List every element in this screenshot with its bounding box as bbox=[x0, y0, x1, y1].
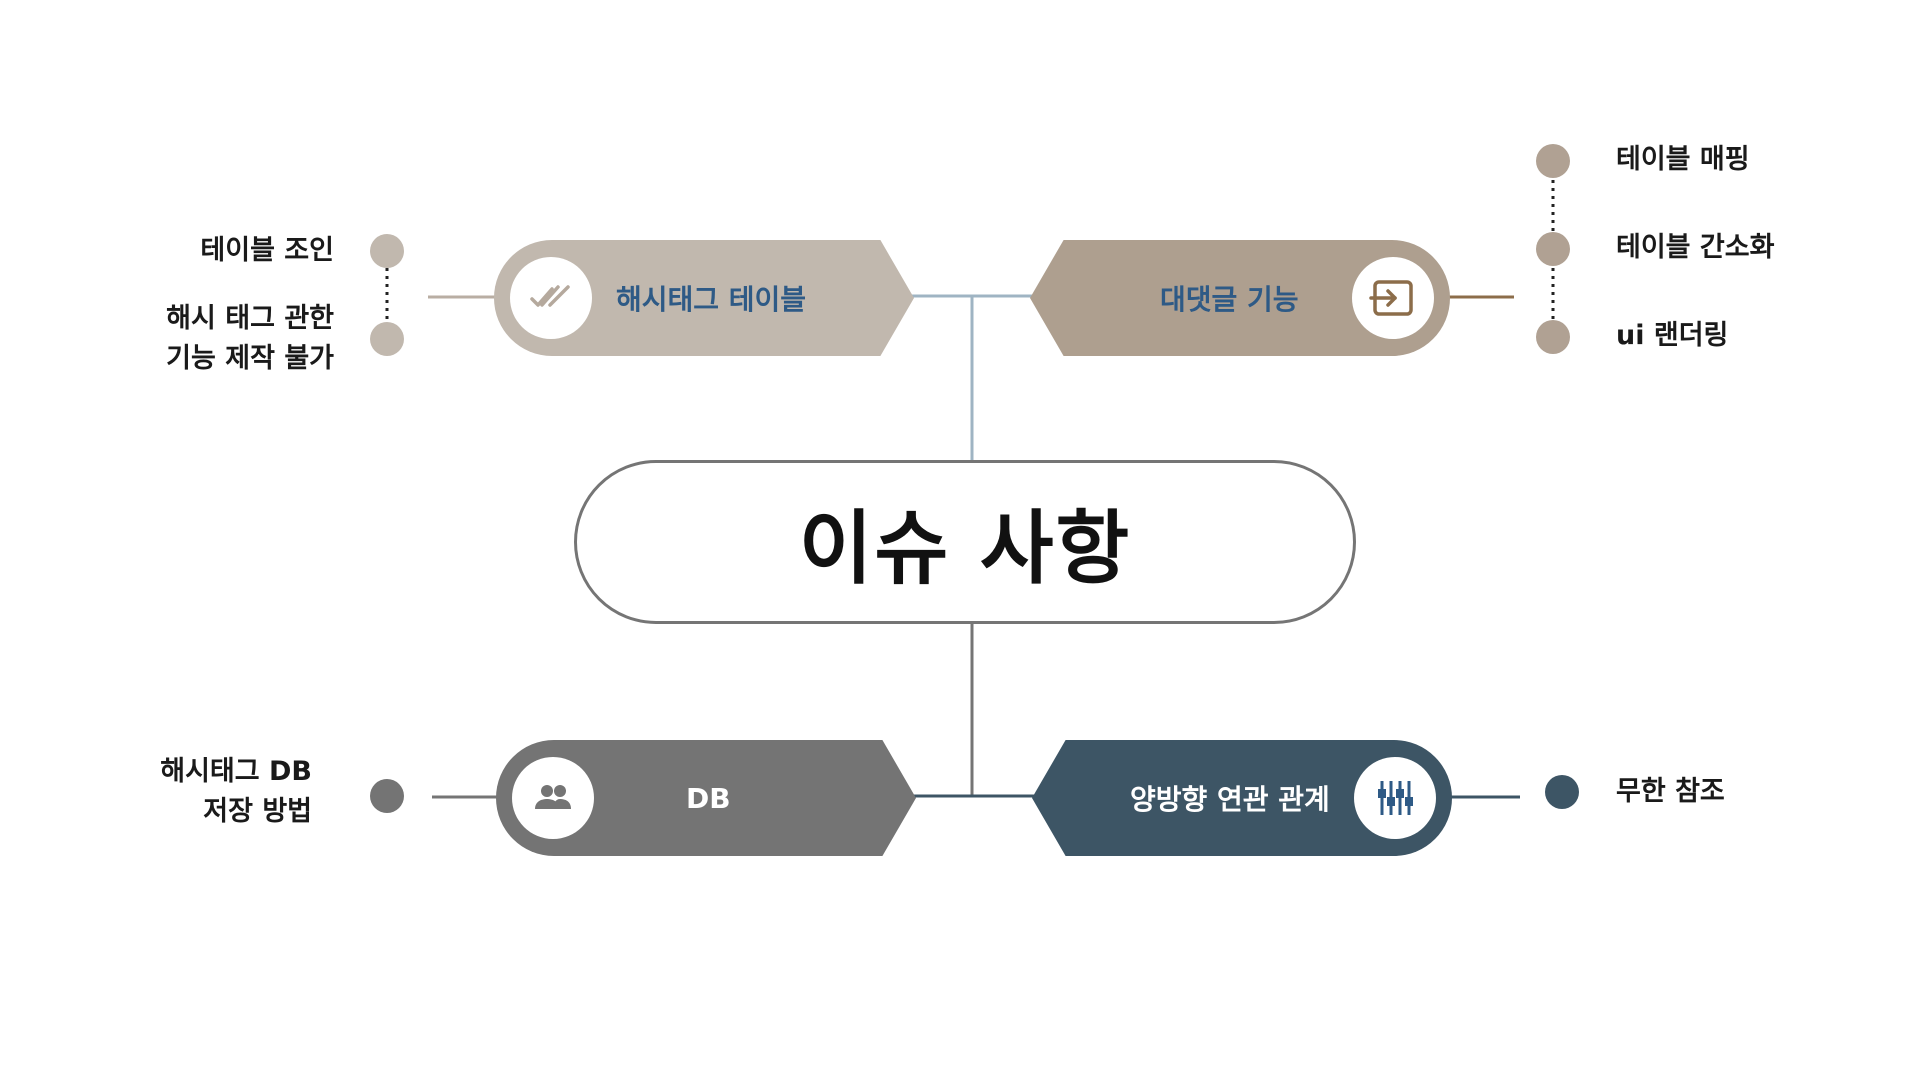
relation-dot bbox=[1545, 775, 1579, 809]
equalizer-icon bbox=[1378, 781, 1413, 815]
db-icon-circle bbox=[512, 757, 594, 839]
relation-annotation-1: 무한 참조 bbox=[1616, 776, 1725, 807]
relation-icon-circle bbox=[1354, 757, 1436, 839]
reply-annotation-3: ui 랜더링 bbox=[1616, 320, 1729, 351]
db-node: DB bbox=[496, 740, 916, 856]
reply-icon-circle bbox=[1352, 257, 1434, 339]
hashtag-annotation-1: 테이블 조인 bbox=[200, 235, 334, 266]
reply-dot-1 bbox=[1536, 144, 1570, 178]
reply-annotation-1: 테이블 매핑 bbox=[1616, 144, 1750, 175]
double-check-icon bbox=[530, 285, 570, 307]
relation-label: 양방향 연관 관계 bbox=[1130, 783, 1330, 816]
hashtag-table-icon-circle bbox=[510, 257, 592, 339]
center-title: 이슈 사항 bbox=[798, 502, 1132, 595]
reply-annotation-2: 테이블 간소화 bbox=[1616, 232, 1775, 263]
reply-dot-2 bbox=[1536, 232, 1570, 266]
people-icon bbox=[535, 785, 571, 809]
input-arrow-icon bbox=[1369, 280, 1413, 316]
reply-node: 대댓글 기능 bbox=[1030, 240, 1450, 356]
center-issue-box: 이슈 사항 bbox=[574, 460, 1356, 624]
db-dot bbox=[370, 779, 404, 813]
reply-label: 대댓글 기능 bbox=[1160, 283, 1299, 316]
relation-node: 양방향 연관 관계 bbox=[1032, 740, 1452, 856]
hashtag-table-node: 해시태그 테이블 bbox=[494, 240, 914, 356]
hashtag-table-label: 해시태그 테이블 bbox=[616, 283, 807, 316]
hashtag-dot-1 bbox=[370, 234, 404, 268]
reply-dot-3 bbox=[1536, 320, 1570, 354]
db-annotation-1: 해시태그 DB 저장 방법 bbox=[160, 756, 312, 827]
hashtag-annotation-2: 해시 태그 관한 기능 제작 불가 bbox=[166, 303, 334, 374]
db-label: DB bbox=[686, 781, 731, 815]
hashtag-dot-2 bbox=[370, 322, 404, 356]
